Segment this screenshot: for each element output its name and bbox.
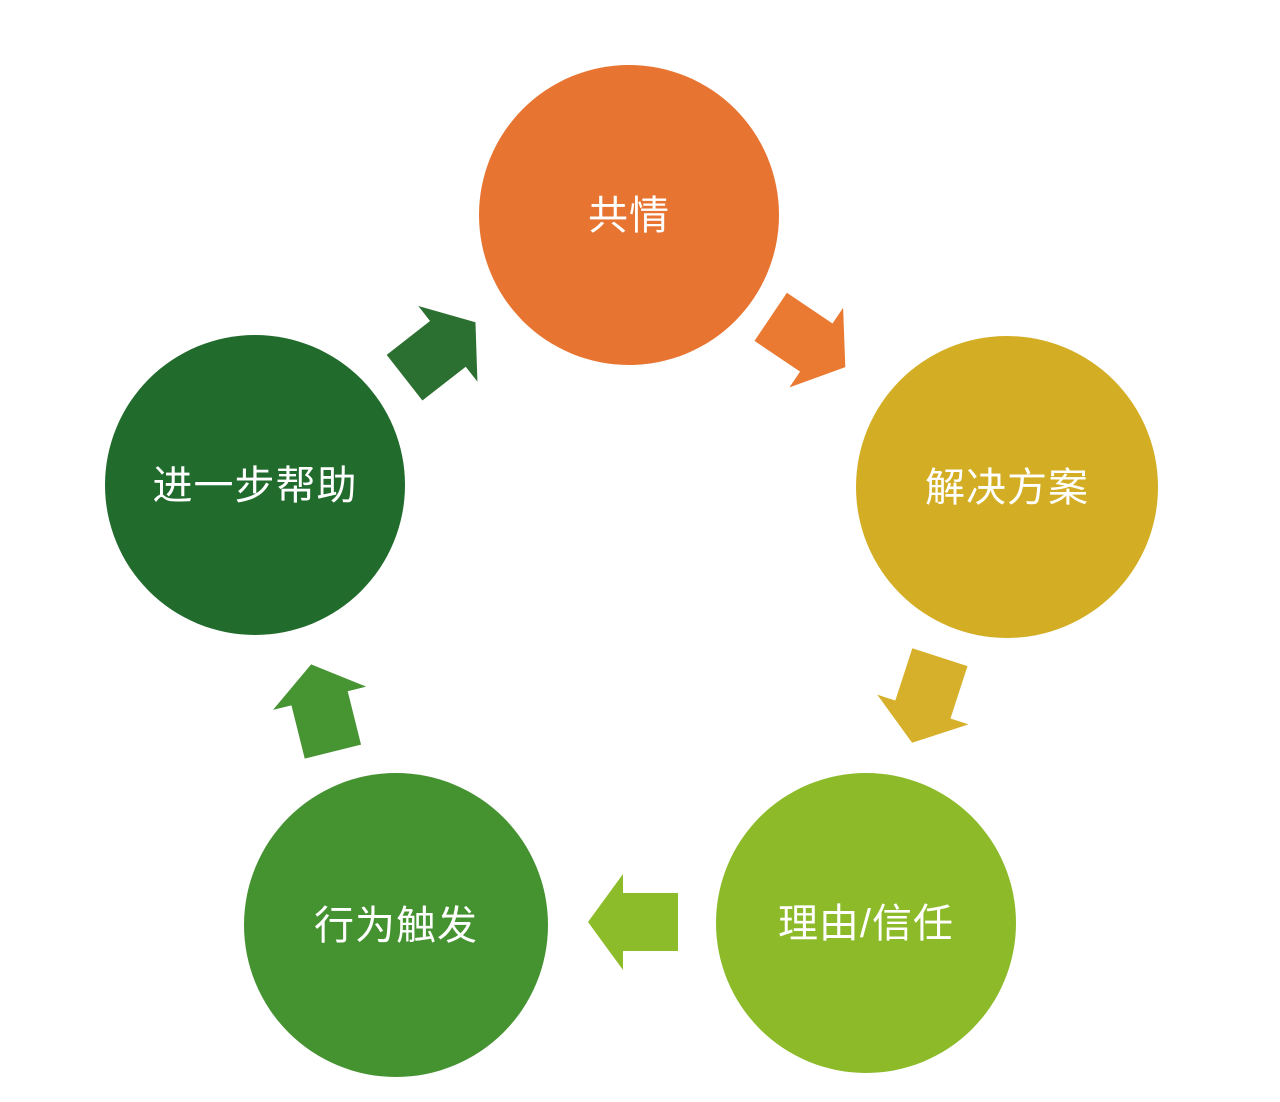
node-reason-trust: 理由/信任 xyxy=(716,773,1016,1073)
arrow-reason-trust-to-behavior-trigger-icon xyxy=(588,874,678,970)
node-behavior-trigger-label: 行为触发 xyxy=(314,904,478,948)
node-empathy: 共情 xyxy=(479,65,779,365)
node-further-help-label: 进一步帮助 xyxy=(153,464,358,508)
node-empathy-circle xyxy=(479,65,779,365)
node-solution-circle xyxy=(856,336,1158,638)
node-empathy-label: 共情 xyxy=(588,194,670,238)
node-further-help-circle xyxy=(105,335,405,635)
node-solution-label: 解决方案 xyxy=(925,466,1089,510)
node-reason-trust-label: 理由/信任 xyxy=(778,902,954,946)
arrow-further-help-to-empathy-icon xyxy=(374,284,506,416)
node-solution: 解决方案 xyxy=(856,336,1158,638)
node-behavior-trigger-circle xyxy=(244,773,548,1077)
arrow-empathy-to-solution-icon xyxy=(743,277,873,407)
node-reason-trust-circle xyxy=(716,773,1016,1073)
node-further-help: 进一步帮助 xyxy=(105,335,405,635)
node-behavior-trigger: 行为触发 xyxy=(244,773,548,1077)
arrow-behavior-trigger-to-further-help-icon xyxy=(264,652,380,764)
arrow-solution-to-reason-trust-icon xyxy=(866,642,986,758)
